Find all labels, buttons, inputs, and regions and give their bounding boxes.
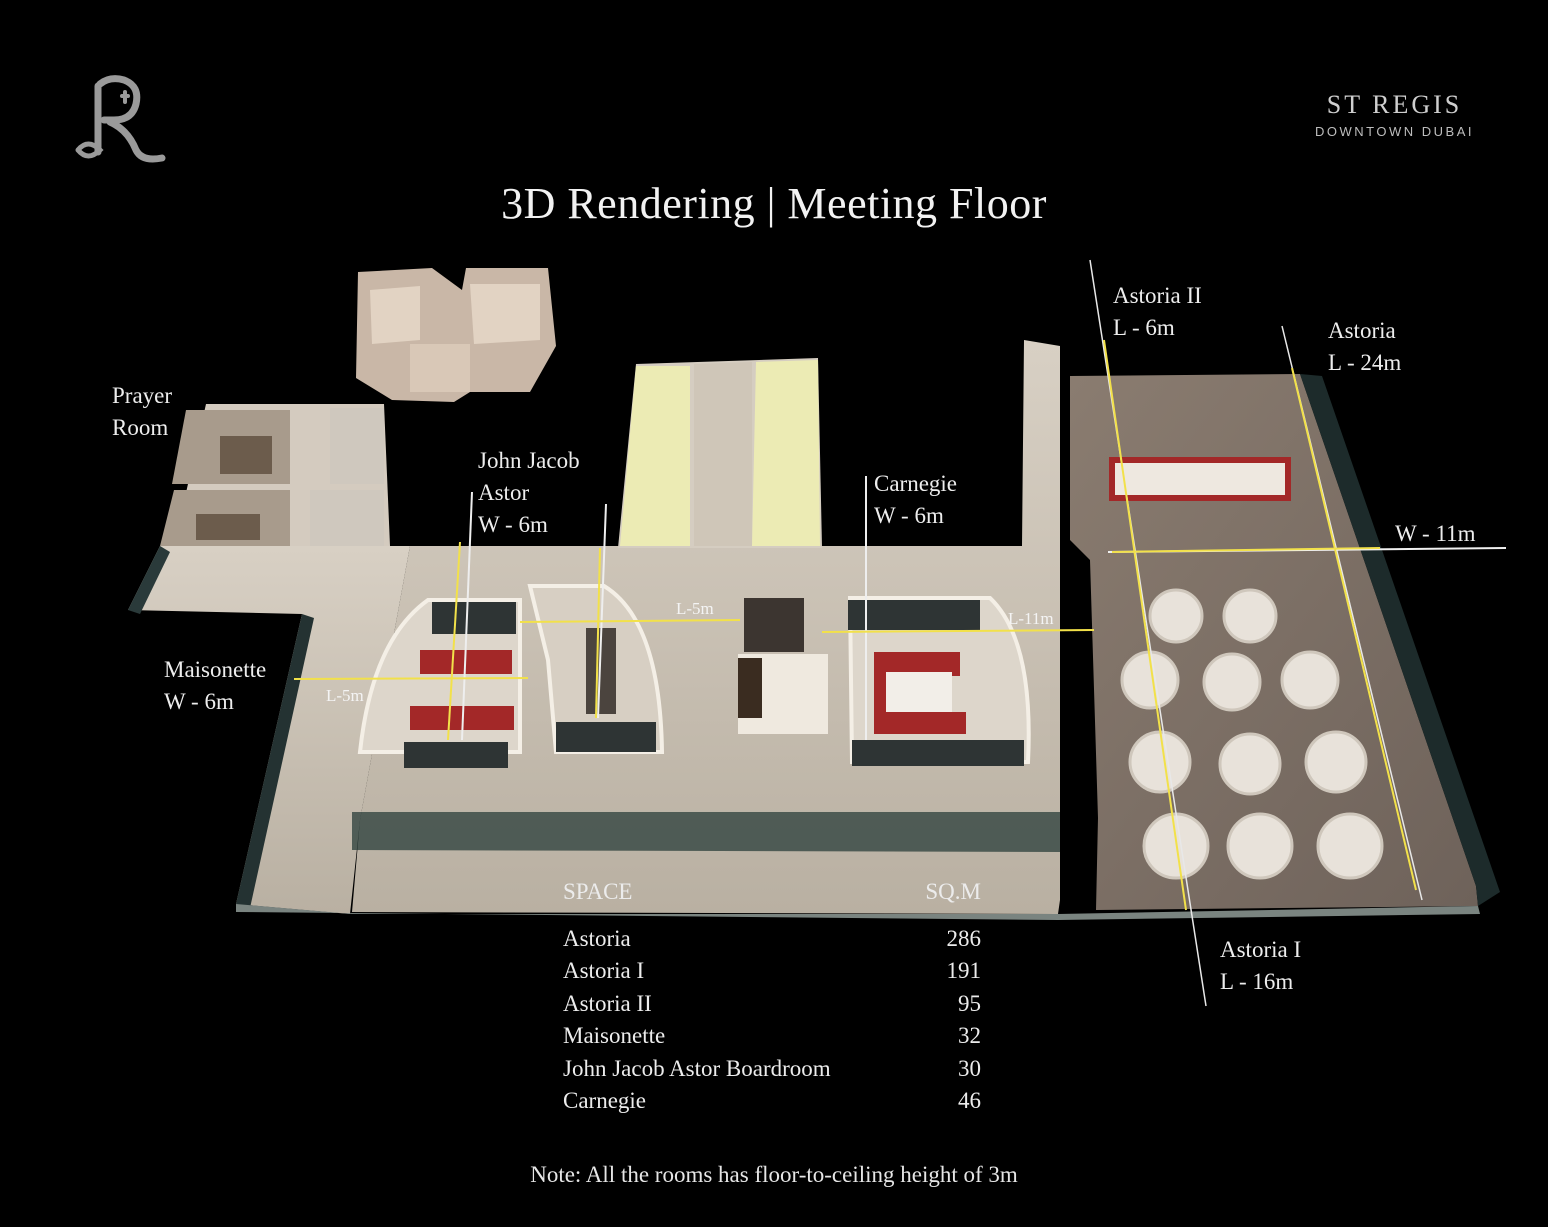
label-line: Astoria II bbox=[1113, 283, 1202, 308]
label-line: W - 6m bbox=[478, 512, 548, 537]
cell-sqm: 30 bbox=[958, 1055, 981, 1081]
label-line: Astor bbox=[478, 480, 530, 505]
header-sqm: SQ.M bbox=[925, 879, 981, 904]
table-header-row: SPACE SQ.M bbox=[563, 876, 981, 923]
main-floor bbox=[352, 340, 1060, 914]
label-line: Maisonette bbox=[164, 657, 267, 682]
label-line: Astoria I bbox=[1220, 937, 1302, 962]
brand-subtitle: DOWNTOWN DUBAI bbox=[1315, 124, 1474, 139]
label-john-jacob-length: L-5m bbox=[676, 599, 714, 618]
label-line: W - 6m bbox=[164, 689, 234, 714]
table-row: Maisonette 32 bbox=[563, 1020, 981, 1053]
prayer-room-block bbox=[160, 404, 390, 546]
cell-sqm: 46 bbox=[958, 1088, 981, 1113]
cell-space: Carnegie bbox=[563, 1088, 647, 1113]
footnote: Note: All the rooms has floor-to-ceiling… bbox=[530, 1162, 1018, 1187]
label-prayer-room: Prayer Room bbox=[112, 380, 172, 444]
table-row: Carnegie 46 bbox=[563, 1085, 981, 1118]
label-line: Astoria bbox=[1328, 318, 1396, 343]
service-pantry bbox=[738, 598, 828, 734]
west-glass-wall bbox=[128, 546, 170, 614]
label-astoria-i: Astoria I L - 16m bbox=[1220, 934, 1301, 998]
cell-space: Astoria I bbox=[563, 958, 645, 983]
label-line: L - 24m bbox=[1328, 350, 1402, 375]
st-regis-monogram-icon bbox=[75, 75, 166, 163]
south-floor-edge bbox=[236, 904, 1480, 920]
brand-lockup: ST REGIS DOWNTOWN DUBAI bbox=[1315, 90, 1474, 139]
table-row: Astoria I 191 bbox=[563, 955, 981, 988]
cell-space: Astoria bbox=[563, 925, 631, 951]
space-area-table: SPACE SQ.M Astoria 286 Astoria I 191 Astor… bbox=[563, 876, 981, 1118]
label-john-jacob: John Jacob Astor W - 6m bbox=[478, 445, 580, 541]
john-jacob-room bbox=[527, 584, 665, 754]
maisonette-room bbox=[357, 598, 522, 768]
astoria-ballroom bbox=[1070, 374, 1500, 910]
label-astoria-width: W - 11m bbox=[1395, 521, 1476, 546]
cell-sqm: 95 bbox=[958, 990, 981, 1016]
label-maisonette-length: L-5m bbox=[326, 686, 364, 705]
page-title: 3D Rendering | Meeting Floor bbox=[501, 179, 1047, 228]
dimension-lines bbox=[293, 259, 1507, 1007]
label-carnegie-length: L-11m bbox=[1008, 609, 1054, 628]
central-corridor bbox=[618, 358, 822, 548]
label-astoria: Astoria L - 24m bbox=[1328, 315, 1401, 379]
cell-sqm: 191 bbox=[946, 958, 982, 983]
south-glass-facade bbox=[352, 812, 1060, 852]
table-row: Astoria II 95 bbox=[563, 988, 981, 1021]
label-astoria-ii: Astoria II L - 6m bbox=[1113, 280, 1202, 344]
label-line: Carnegie bbox=[874, 471, 958, 496]
cell-sqm: 32 bbox=[958, 1023, 981, 1048]
cell-space: Astoria II bbox=[563, 990, 652, 1016]
label-line: Prayer bbox=[112, 383, 173, 408]
table-row: Astoria 286 bbox=[563, 923, 981, 956]
label-line: John Jacob bbox=[478, 448, 580, 473]
label-line: W - 6m bbox=[874, 503, 944, 528]
cell-space: Maisonette bbox=[563, 1023, 666, 1048]
label-carnegie: Carnegie W - 6m bbox=[874, 468, 957, 532]
west-wing-floor bbox=[128, 546, 410, 914]
header-space: SPACE bbox=[563, 879, 633, 904]
carnegie-room bbox=[847, 596, 1031, 766]
cell-sqm: 286 bbox=[946, 925, 982, 951]
table-row: John Jacob Astor Boardroom 30 bbox=[563, 1053, 981, 1086]
cell-space: John Jacob Astor Boardroom bbox=[563, 1055, 831, 1081]
west-glass-wall-lower bbox=[236, 614, 314, 908]
label-line: L - 6m bbox=[1113, 315, 1175, 340]
back-offices bbox=[356, 268, 556, 402]
brand-name: ST REGIS bbox=[1326, 90, 1463, 119]
label-maisonette: Maisonette W - 6m bbox=[164, 654, 266, 718]
label-line: Room bbox=[112, 415, 169, 440]
label-line: L - 16m bbox=[1220, 969, 1294, 994]
